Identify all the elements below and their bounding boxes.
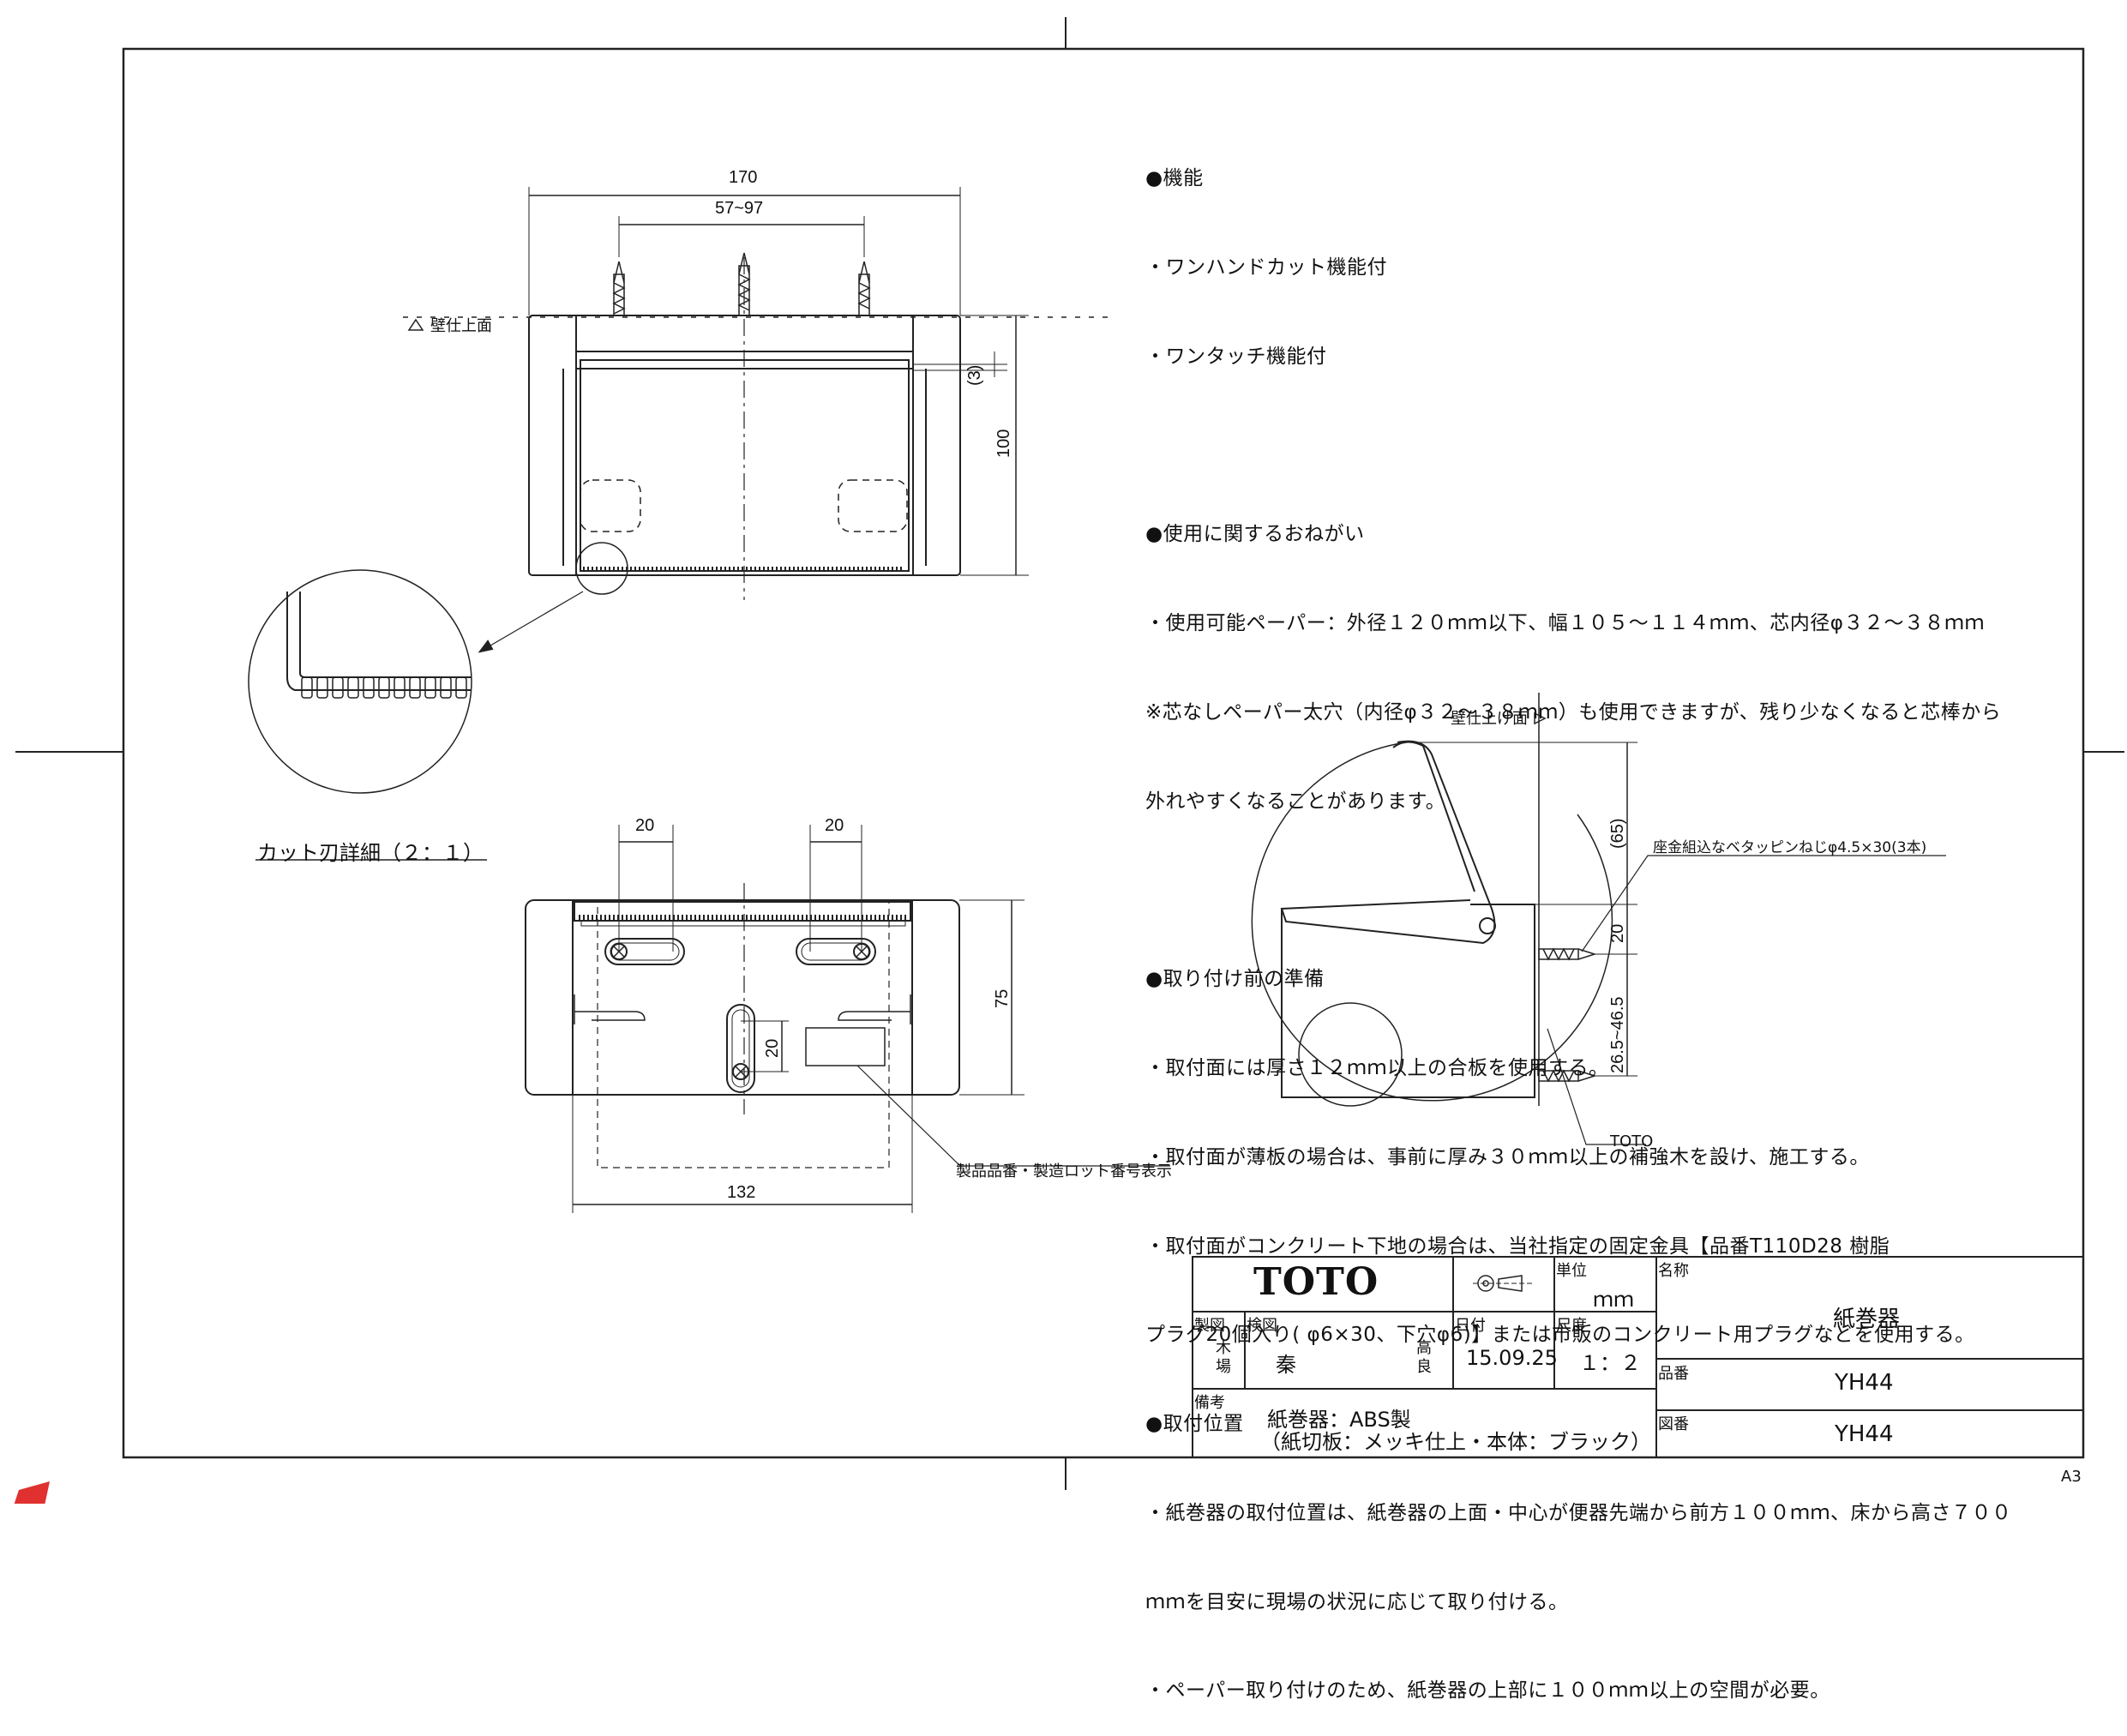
dim-back-width: 132 bbox=[727, 1183, 756, 1202]
sheet-size: A3 bbox=[2061, 1468, 2082, 1486]
dim-back-slot-right: 20 bbox=[825, 816, 844, 835]
remarks-label: 備考 bbox=[1194, 1394, 1225, 1412]
dim-side-upper: (65) bbox=[1608, 818, 1627, 849]
note-line: ・ワンハンドカット機能付 bbox=[1145, 255, 1387, 279]
drawing-no-value: YH44 bbox=[1835, 1421, 1894, 1447]
name-label: 名称 bbox=[1658, 1262, 1689, 1280]
wall-finish-label: 壁仕上面 bbox=[430, 317, 492, 335]
note-line: ・取付面が薄板の場合は、事前に厚み３０ｍｍ以上の補強木を設け、施工する。 bbox=[1145, 1145, 1870, 1168]
corner-mark bbox=[14, 1481, 50, 1504]
dim-top-height: 100 bbox=[994, 429, 1013, 458]
unit-value: ｍｍ bbox=[1593, 1288, 1634, 1312]
checked-value-1: 秦 bbox=[1276, 1353, 1296, 1377]
toto-mark-label: TOTO bbox=[1610, 1132, 1654, 1150]
drawing-no-label: 図番 bbox=[1658, 1415, 1689, 1433]
note-line: ・取付面がコンクリート下地の場合は、当社指定の固定金具【品番T110D28 樹脂 bbox=[1145, 1234, 1890, 1258]
front-view bbox=[403, 187, 1115, 653]
note-line bbox=[1145, 875, 2012, 905]
dim-side-mid: 20 bbox=[1608, 923, 1627, 943]
note-line: ●取り付け前の準備 bbox=[1145, 968, 1325, 991]
name-value: 紙巻器 bbox=[1833, 1307, 1901, 1332]
sheet-border bbox=[122, 47, 2085, 1459]
note-line: ｍｍを目安に現場の状況に応じて取り付ける。 bbox=[1145, 1590, 1569, 1613]
note-line: ・ワンタッチ機能付 bbox=[1145, 345, 1327, 368]
dim-back-slot-left: 20 bbox=[635, 816, 655, 835]
back-view bbox=[525, 825, 1170, 1213]
dim-top-width: 170 bbox=[729, 168, 758, 187]
note-line: ・ペーパー取り付けのため、紙巻器の上部に１００ｍｍ以上の空間が必要。 bbox=[1145, 1679, 1830, 1703]
note-line: ※芯なしペーパー太穴（内径φ３２～３８ｍｍ）も使用できますが、残り少なくなると芯… bbox=[1145, 700, 2002, 724]
product-lot-label: 製品品番・製造ロット番号表示 bbox=[956, 1162, 1172, 1180]
dim-gap: (3) bbox=[965, 364, 984, 386]
cut-detail-caption: カット刃詳細（２：１） bbox=[257, 841, 484, 865]
screw-note: 座金組込なベタッピンねじφ4.5×30(3本) bbox=[1653, 839, 1927, 856]
unit-label: 単位 bbox=[1556, 1262, 1587, 1280]
wall-finish-label-side: 壁仕上げ面 bbox=[1451, 710, 1528, 728]
remarks-line-1: 紙巻器：ABS製 bbox=[1267, 1408, 1411, 1432]
checked-value-2: 高良 bbox=[1416, 1339, 1432, 1376]
note-line: プラグ20個入り( φ6×30、下穴φ6)】または市販のコンクリート用プラグなど… bbox=[1145, 1324, 1975, 1347]
note-line: 外れやすくなることがあります。 bbox=[1145, 790, 1446, 813]
remarks-line-2: （紙切板：メッキ仕上・本体：ブラック） bbox=[1260, 1430, 1651, 1454]
technical-drawing bbox=[14, 17, 2124, 1504]
date-value: 15.09.25 bbox=[1466, 1346, 1558, 1370]
dim-back-slot-center: 20 bbox=[763, 1038, 782, 1058]
dim-back-height: 75 bbox=[993, 988, 1012, 1008]
notes-block: ●機能 ・ワンハンドカット機能付 ・ワンタッチ機能付 ●使用に関するおねがい ・… bbox=[1145, 105, 2012, 1736]
note-line: ●機能 bbox=[1145, 167, 1204, 190]
date-label: 日付 bbox=[1455, 1317, 1486, 1335]
checked-label: 検図 bbox=[1247, 1317, 1277, 1335]
part-value: YH44 bbox=[1835, 1370, 1894, 1396]
drawn-value: 木場 bbox=[1216, 1339, 1231, 1376]
dim-side-lower: 26.5~46.5 bbox=[1608, 996, 1627, 1073]
note-line bbox=[1145, 431, 2012, 461]
note-line: ・紙巻器の取付位置は、紙巻器の上面・中心が便器先端から前方１００ｍｍ、床から高さ… bbox=[1145, 1501, 2012, 1524]
drawn-label: 製図 bbox=[1194, 1317, 1225, 1335]
title-block bbox=[1192, 1256, 2084, 1458]
note-line: ●使用に関するおねがい bbox=[1145, 523, 1365, 546]
note-line: ・取付面には厚さ１２ｍｍ以上の合板を使用する。 bbox=[1145, 1057, 1609, 1079]
side-view bbox=[1251, 693, 1946, 1145]
note-line: ・使用可能ペーパー：外径１２０ｍｍ以下、幅１０５～１１４ｍｍ、芯内径φ３２～３８… bbox=[1145, 612, 1985, 635]
scale-label: 尺度 bbox=[1556, 1317, 1587, 1335]
part-label: 品番 bbox=[1658, 1365, 1689, 1383]
dim-screw-span: 57~97 bbox=[715, 199, 764, 218]
note-line: ●取付位置 bbox=[1145, 1413, 1244, 1436]
cut-detail-view bbox=[248, 569, 487, 861]
toto-logo: TOTO bbox=[1253, 1260, 1379, 1304]
scale-value: １：２ bbox=[1579, 1351, 1641, 1375]
